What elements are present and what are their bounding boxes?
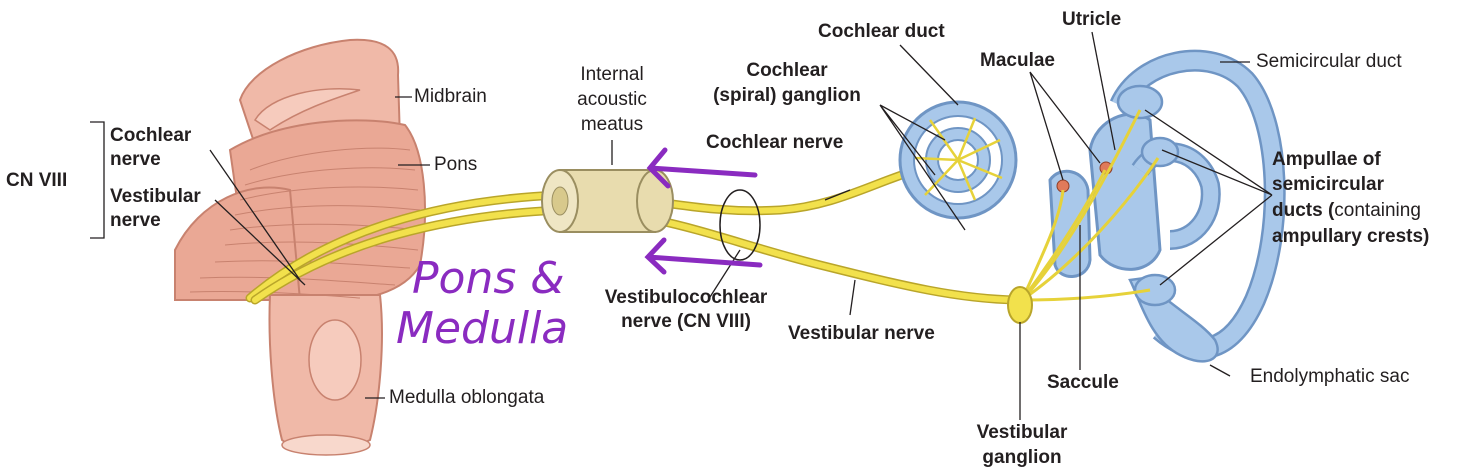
- maculae-label: Maculae: [980, 50, 1055, 71]
- cochlear-nerve-left-line2: nerve: [110, 149, 161, 170]
- utricle-label: Utricle: [1062, 9, 1122, 30]
- handwritten-arrows: [644, 147, 763, 275]
- ampullae-line3-bold: ducts (: [1272, 200, 1335, 221]
- cn-viii-label: CN VIII: [6, 170, 68, 191]
- ampullae-line1: Ampullae of: [1272, 149, 1381, 170]
- ampulla-3: [1133, 273, 1177, 307]
- semicircular-duct-label: Semicircular duct: [1256, 51, 1402, 72]
- vestibular-ganglion-line2: ganglion: [982, 447, 1062, 468]
- internal-acoustic-meatus-shape: [541, 169, 674, 233]
- vestibulocochlear-nerve-line1: Vestibulocochlear: [604, 287, 768, 308]
- leader-lines: [90, 31, 1273, 420]
- ampulla-1: [1116, 84, 1164, 120]
- midbrain-fold: [253, 88, 361, 131]
- brainstem-illustration: [174, 38, 426, 456]
- cochlear-spiral-ganglion-line1: Cochlear: [746, 60, 828, 81]
- internal-acoustic-meatus-line2: acoustic: [577, 89, 647, 110]
- vestibular-branches: [1020, 109, 1160, 302]
- saccule-label: Saccule: [1047, 372, 1119, 393]
- medulla-cut: [281, 434, 371, 456]
- vestibular-ganglion-line1: Vestibular: [976, 422, 1068, 443]
- pons-label: Pons: [434, 154, 478, 175]
- vestibulocochlear-nerve-line2: nerve (CN VIII): [621, 311, 751, 332]
- handwritten-annotation-line2: Medulla: [396, 303, 569, 354]
- handwritten-annotation-line1: Pons &: [412, 253, 565, 304]
- cochlear-nerve-label: Cochlear nerve: [706, 132, 844, 153]
- vestibular-nerve-left-line1: Vestibular: [110, 186, 201, 207]
- ampullae-line3-normal: containing: [1334, 200, 1421, 221]
- medulla-oblongata-label: Medulla oblongata: [389, 387, 545, 408]
- ampulla-2: [1140, 136, 1180, 168]
- internal-acoustic-meatus-line3: meatus: [580, 114, 644, 135]
- ampullae-line3: ducts (containing: [1272, 200, 1421, 222]
- vestibulocochlear-ring: [719, 189, 761, 261]
- ampullae-line2: semicircular: [1272, 174, 1384, 195]
- cochlear-spiral-ganglion-line2: (spiral) ganglion: [713, 85, 861, 106]
- membranous-labyrinth: [898, 49, 1286, 363]
- endolymphatic-sac-label: Endolymphatic sac: [1250, 366, 1410, 387]
- cochlear-nerve-left-line1: Cochlear: [110, 125, 192, 146]
- internal-acoustic-meatus-line1: Internal: [580, 64, 644, 85]
- olive-shape: [308, 319, 362, 401]
- vestibular-nerve-left-line2: nerve: [110, 210, 161, 231]
- vestibular-ganglion-shape: [1007, 286, 1033, 324]
- midbrain-label: Midbrain: [414, 86, 487, 107]
- vestibular-nerve-label: Vestibular nerve: [788, 323, 935, 344]
- cochlear-duct-label: Cochlear duct: [818, 21, 945, 42]
- ampullae-line4: ampullary crests): [1272, 226, 1430, 247]
